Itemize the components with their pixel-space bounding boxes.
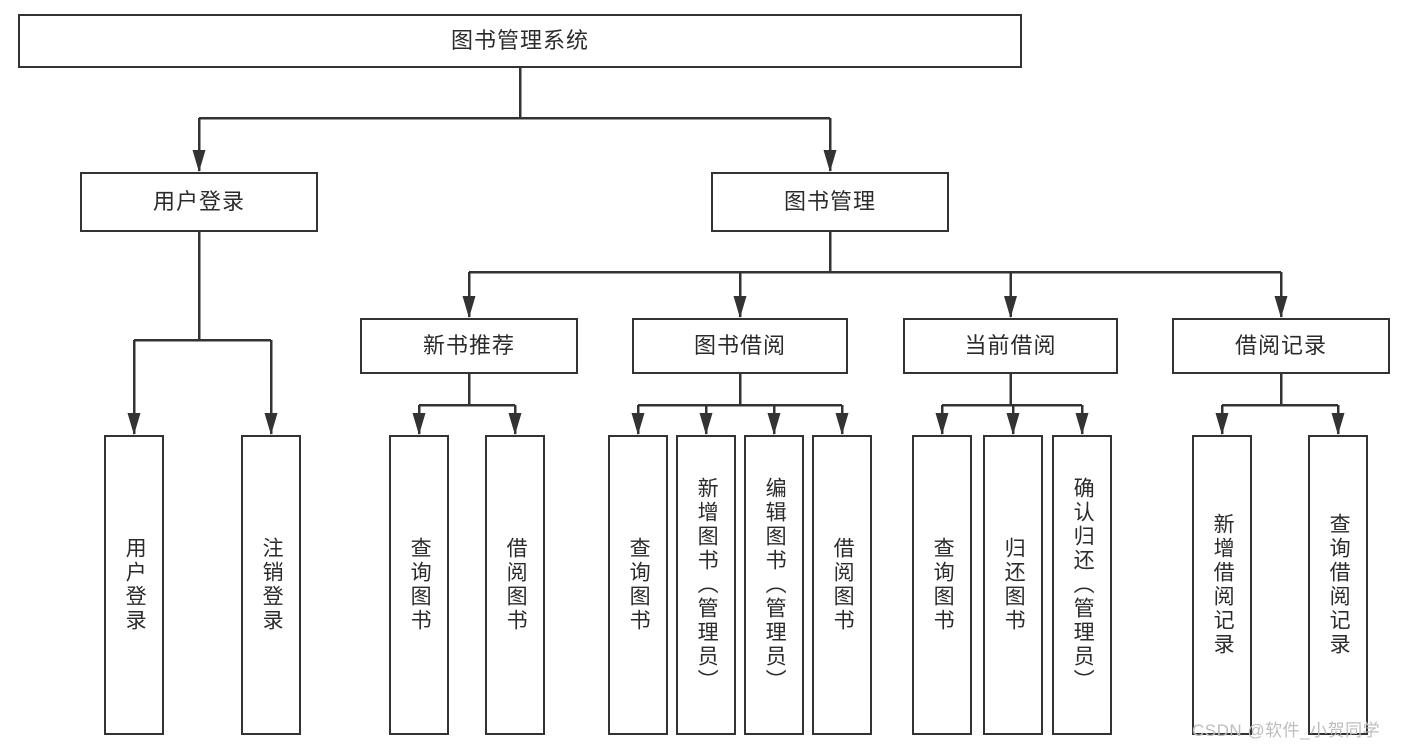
node-label: 用户登录 [152,188,245,214]
connector-arrowhead [412,413,426,435]
node-label: 新增借阅记录 [1211,513,1235,657]
node-leaf-current-3[interactable]: 确认归还（管理员） [1052,435,1112,735]
connector-arrowhead [1006,413,1020,435]
node-root[interactable]: 图书管理系统 [18,14,1022,68]
node-label: 图书管理系统 [450,27,589,53]
node-label: 图书借阅 [693,332,786,358]
node-label: 借阅图书 [504,537,528,633]
node-borrow[interactable]: 图书借阅 [632,318,848,374]
node-label: 借阅图书 [831,537,855,633]
node-leaf-records-1[interactable]: 新增借阅记录 [1192,435,1252,735]
node-label: 用户登录 [123,537,147,633]
node-leaf-current-2[interactable]: 归还图书 [983,435,1043,735]
node-label: 查询图书 [408,537,432,633]
connector-arrowhead [1004,296,1017,318]
connector-arrowhead [835,413,849,435]
connector-arrowhead [127,413,141,435]
node-leaf-borrow-4[interactable]: 借阅图书 [812,435,872,735]
node-label: 当前借阅 [964,332,1057,358]
node-label: 新增图书（管理员） [695,477,719,693]
node-leaf-login-1[interactable]: 用户登录 [104,435,164,735]
connector-arrowhead [508,413,522,435]
connector-arrowhead [192,150,206,172]
node-leaf-borrow-1[interactable]: 查询图书 [608,435,668,735]
node-current[interactable]: 当前借阅 [903,318,1118,374]
node-label: 图书管理 [783,188,876,214]
node-leaf-borrow-3[interactable]: 编辑图书（管理员） [744,435,804,735]
connector-arrowhead [1274,296,1288,318]
node-label: 借阅记录 [1234,332,1327,358]
node-login[interactable]: 用户登录 [80,172,318,232]
node-label: 查询图书 [627,537,651,633]
node-label: 查询图书 [931,537,955,633]
connector-arrowhead [823,150,837,172]
connector-arrowhead [733,296,747,318]
node-label: 归还图书 [1002,537,1026,633]
connector-arrowhead [462,296,476,318]
connector-arrowhead [767,413,781,435]
connector-arrowhead [1331,413,1345,435]
node-label: 编辑图书（管理员） [763,477,787,693]
node-label: 注销登录 [260,537,284,633]
node-leaf-current-1[interactable]: 查询图书 [912,435,972,735]
node-leaf-login-2[interactable]: 注销登录 [241,435,301,735]
connector-arrowhead [631,413,645,435]
connector-arrowhead [264,413,278,435]
connector-arrowhead [1075,413,1089,435]
node-label: 确认归还（管理员） [1071,477,1095,693]
node-leaf-newrec-1[interactable]: 查询图书 [389,435,449,735]
connector-arrowhead [1215,413,1229,435]
node-leaf-records-2[interactable]: 查询借阅记录 [1308,435,1368,735]
watermark-label: CSDN @软件_小贺同学 [1192,721,1381,740]
connector-arrowhead [699,413,713,435]
node-leaf-newrec-2[interactable]: 借阅图书 [485,435,545,735]
node-bookmgmt[interactable]: 图书管理 [711,172,949,232]
node-leaf-borrow-2[interactable]: 新增图书（管理员） [676,435,736,735]
node-label: 查询借阅记录 [1327,513,1351,657]
node-newrec[interactable]: 新书推荐 [360,318,578,374]
node-records[interactable]: 借阅记录 [1172,318,1390,374]
connector-arrowhead [935,413,949,435]
node-label: 新书推荐 [422,332,515,358]
